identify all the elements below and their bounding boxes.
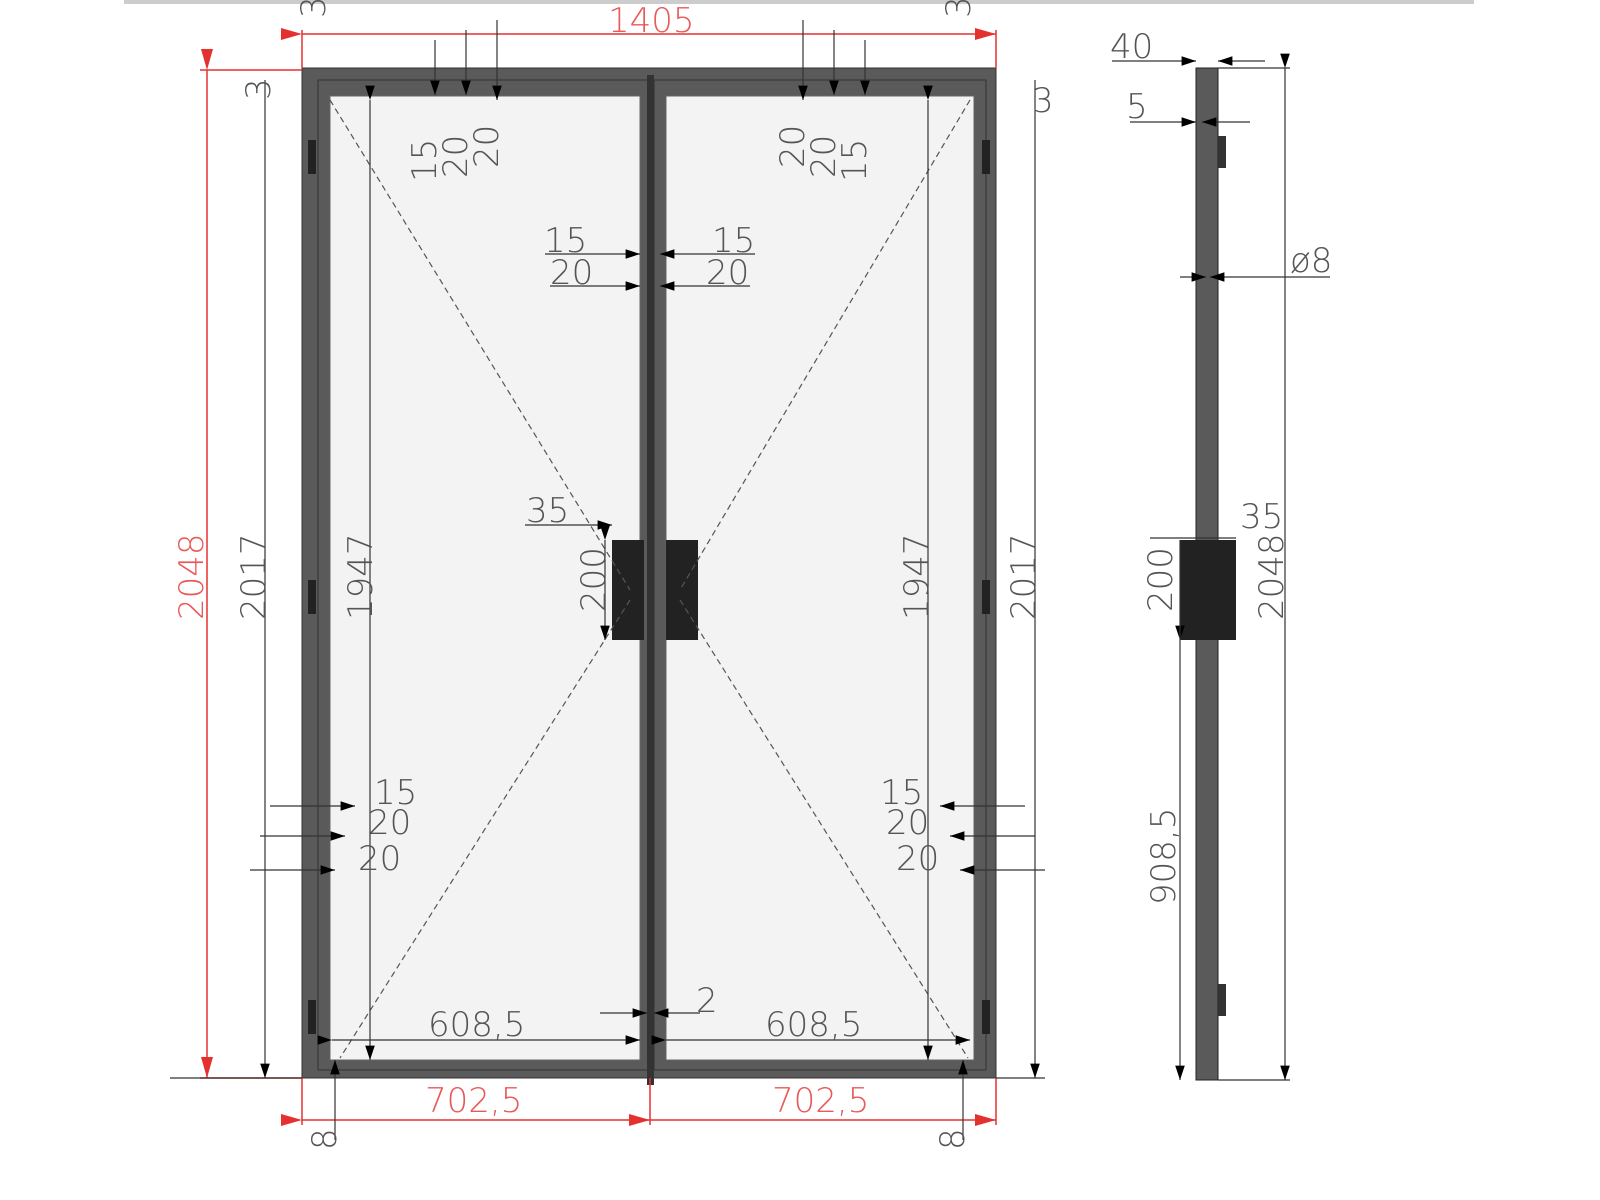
front-view [301,67,997,1085]
bottom-profile-label: 15 [374,773,417,813]
pin-diameter-label: ø8 [1290,241,1332,281]
mullion-label: 15 [544,221,587,261]
bottom-profile-label: 15 [880,773,923,813]
right-leaf-width-label: 702,5 [772,1081,869,1121]
top-offset-label: 3 [939,0,979,18]
offset-label: 5 [1126,87,1148,127]
handle-depth-label: 35 [526,491,569,531]
mullion-label: 20 [550,253,593,293]
top-profile-label: 20 [436,135,476,178]
overall-width-label: 1405 [608,1,695,41]
bottom-offset-label: 8 [305,1128,345,1150]
right-frame-height-label: 2017 [1004,533,1044,620]
handle-position-label: 908,5 [1144,808,1184,905]
mullion-label: 15 [712,221,755,261]
side-view: 40 5 ø8 35 200 2048 908,5 [1110,27,1332,1081]
mullion-label: 20 [706,253,749,293]
bottom-profile-label: 20 [896,839,939,879]
bottom-offset-label: 8 [933,1128,973,1150]
left-handle [612,540,644,640]
side-offset-label: 3 [239,78,279,100]
top-edge [124,0,1474,4]
overall-height-label: 2048 [172,533,212,620]
hinges [308,140,990,1034]
top-profile-label: 20 [773,125,813,168]
top-offset-label: 3 [294,0,334,18]
right-handle [666,540,698,640]
right-glass [665,95,975,1061]
dimension-lines [170,20,1045,1140]
profile-depth-label: 40 [1110,27,1153,67]
left-glass [329,95,641,1061]
handle-depth-label: 35 [1240,497,1283,537]
right-glass-width-label: 608,5 [765,1005,862,1045]
overall-height-label: 2048 [1252,533,1292,620]
top-profile-label: 20 [804,135,844,178]
bottom-profile-label: 20 [368,803,411,843]
center-gap-label: 2 [696,981,718,1021]
top-profile-label: 15 [835,139,875,182]
side-handle [1180,540,1236,640]
bottom-profile-label: 20 [358,839,401,879]
right-glass-height-label: 1947 [897,533,937,620]
handle-height-label: 200 [1141,547,1181,612]
left-glass-width-label: 608,5 [428,1005,525,1045]
top-profile-label: 15 [405,139,445,182]
left-leaf-width-label: 702,5 [425,1081,522,1121]
bottom-profile-label: 20 [886,803,929,843]
left-glass-height-label: 1947 [341,533,381,620]
mullion [647,75,654,1085]
top-profile-label: 20 [467,125,507,168]
handle-height-label: 200 [574,547,614,612]
front-view-labels: 1405 2048 702,5 702,5 2017 2017 1947 194… [172,0,1054,1150]
side-offset-label: 3 [1032,81,1054,121]
left-frame-height-label: 2017 [234,533,274,620]
